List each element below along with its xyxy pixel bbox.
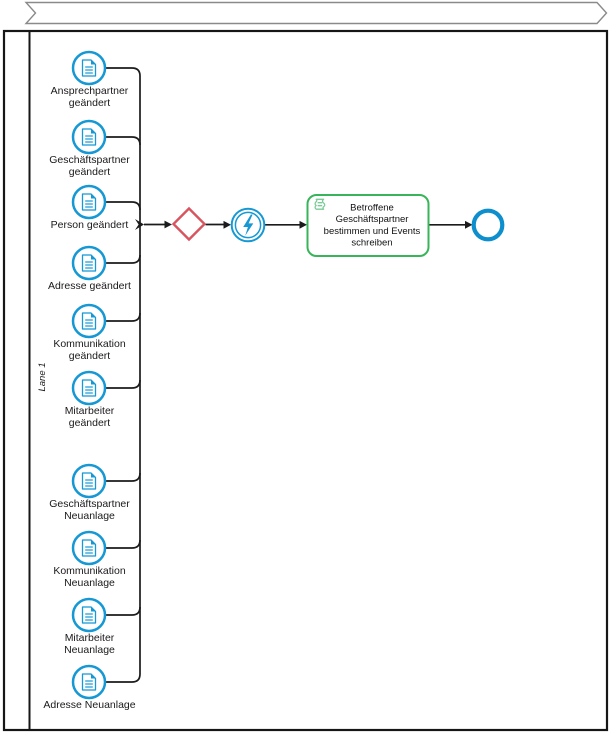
event-connector[interactable] xyxy=(105,136,141,146)
pool[interactable] xyxy=(2,29,609,732)
end-event[interactable] xyxy=(471,208,505,242)
start-event-label: Person geändert xyxy=(51,219,129,231)
event-connector[interactable] xyxy=(105,539,141,549)
exclusive-gateway[interactable] xyxy=(171,206,207,242)
document-icon xyxy=(81,254,97,272)
document-icon xyxy=(81,312,97,330)
start-event-label: Mitarbeiter xyxy=(65,405,115,417)
event-connector[interactable] xyxy=(105,67,141,77)
sequence-flow-event-to-task[interactable] xyxy=(264,220,307,229)
start-events-group: AnsprechpartnergeändertGeschäftspartnerg… xyxy=(43,50,141,711)
start-event-label: Geschäftspartner xyxy=(49,498,130,510)
sequence-flow-to-gateway[interactable] xyxy=(144,220,172,229)
event-connector[interactable] xyxy=(105,312,141,322)
lightning-icon xyxy=(243,214,254,236)
document-icon xyxy=(81,59,97,77)
intermediate-signal-event[interactable] xyxy=(230,207,266,243)
sequence-flow-gateway-to-event[interactable] xyxy=(205,220,232,229)
start-event-label: Neuanlage xyxy=(64,644,115,656)
sequence-flow-task-to-end[interactable] xyxy=(428,220,473,229)
start-event-label: Neuanlage xyxy=(64,577,115,589)
start-event-label: geändert xyxy=(69,97,111,109)
start-event-label: Ansprechpartner xyxy=(51,85,129,97)
document-icon xyxy=(81,128,97,146)
start-event-label: Adresse Neuanlage xyxy=(43,699,135,711)
start-event-label: Kommunikation xyxy=(53,565,126,577)
document-icon xyxy=(81,673,97,691)
event-connector[interactable] xyxy=(105,606,141,616)
task-label-line: bestimmen und Events xyxy=(324,226,421,237)
start-event-label: Geschäftspartner xyxy=(49,154,130,166)
merge-junction-chevron-icon xyxy=(135,219,144,230)
milestone-band[interactable] xyxy=(24,1,608,25)
start-event-label: Kommunikation xyxy=(53,338,126,350)
event-connector[interactable] xyxy=(105,254,141,264)
document-icon xyxy=(81,539,97,557)
start-event-person-geaendert[interactable]: Person geändert xyxy=(51,184,141,231)
start-event-adresse-geaendert[interactable]: Adresse geändert xyxy=(48,245,141,292)
document-icon xyxy=(81,379,97,397)
start-event-label: Adresse geändert xyxy=(48,280,131,292)
start-event-label: geändert xyxy=(69,166,111,178)
task-betroffene-geschaeftspartner[interactable]: Betroffene Geschäftspartner bestimmen un… xyxy=(306,194,430,257)
task-label-line: Betroffene xyxy=(350,203,394,214)
document-icon xyxy=(81,193,97,211)
task-label-line: Geschäftspartner xyxy=(336,214,409,225)
task-label-line: schreiben xyxy=(351,238,392,249)
document-icon xyxy=(81,472,97,490)
start-event-label: geändert xyxy=(69,417,111,429)
start-event-label: Mitarbeiter xyxy=(65,632,115,644)
event-connector[interactable] xyxy=(105,201,141,211)
event-connector[interactable] xyxy=(105,472,141,482)
lane-label[interactable]: Lane 1 xyxy=(37,362,48,391)
script-icon xyxy=(314,198,326,210)
start-event-label: Neuanlage xyxy=(64,510,115,522)
event-connector[interactable] xyxy=(105,379,141,389)
start-event-label: geändert xyxy=(69,350,111,362)
document-icon xyxy=(81,606,97,624)
event-connector[interactable] xyxy=(105,673,141,683)
start-event-adresse-neuanlage[interactable]: Adresse Neuanlage xyxy=(43,664,141,711)
